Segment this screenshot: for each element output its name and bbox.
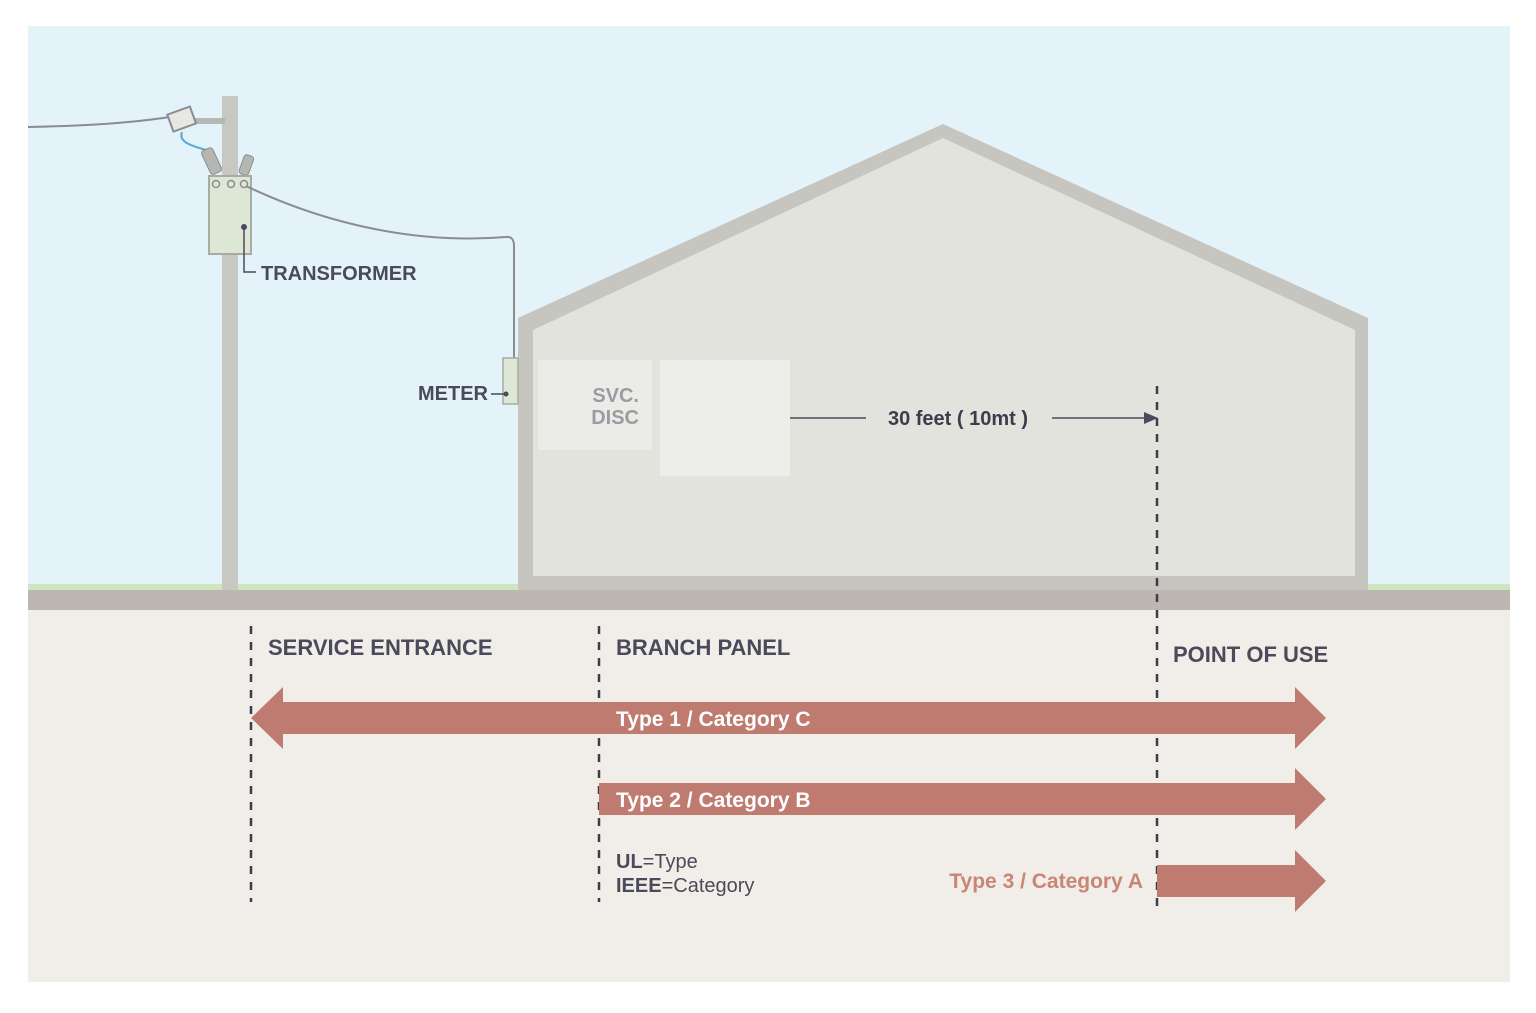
transformer-leader [243,227,256,273]
type3-label: Type 3 / Category A [949,870,1143,893]
type1-label: Type 1 / Category C [616,708,811,731]
service-entrance-label: SERVICE ENTRANCE [268,635,493,660]
meter-leader-dot [503,391,509,397]
legend-ul-key: UL [616,851,643,873]
ground-strip [28,590,1510,610]
transformer-label: TRANSFORMER [261,263,417,285]
legend-ieee-value: =Category [662,875,755,897]
legend-ieee-key: IEEE [616,875,662,897]
service-drop-wire [245,185,515,358]
type1-arrow [251,687,1326,749]
svc-disc-box [538,360,652,450]
branch-panel-box [660,360,790,476]
svc-disc-label-line2: DISC [591,407,639,429]
type2-arrow [599,768,1326,830]
branch-panel-label: BRANCH PANEL [616,635,790,660]
house-icon [518,124,1368,590]
legend-ul-value: =Type [643,851,698,873]
meter-label: METER [418,383,489,405]
svc-disc-label-line1: SVC. [592,385,639,407]
legend-ul: UL=Type [616,851,698,873]
meter-icon [502,357,519,405]
point-of-use-label: POINT OF USE [1173,642,1328,667]
distance-label: 30 feet ( 10mt ) [888,408,1028,430]
type3-arrow [1157,850,1326,912]
incoming-wire [27,115,177,128]
legend-ieee: IEEE=Category [616,875,754,897]
type2-label: Type 2 / Category B [616,789,811,812]
